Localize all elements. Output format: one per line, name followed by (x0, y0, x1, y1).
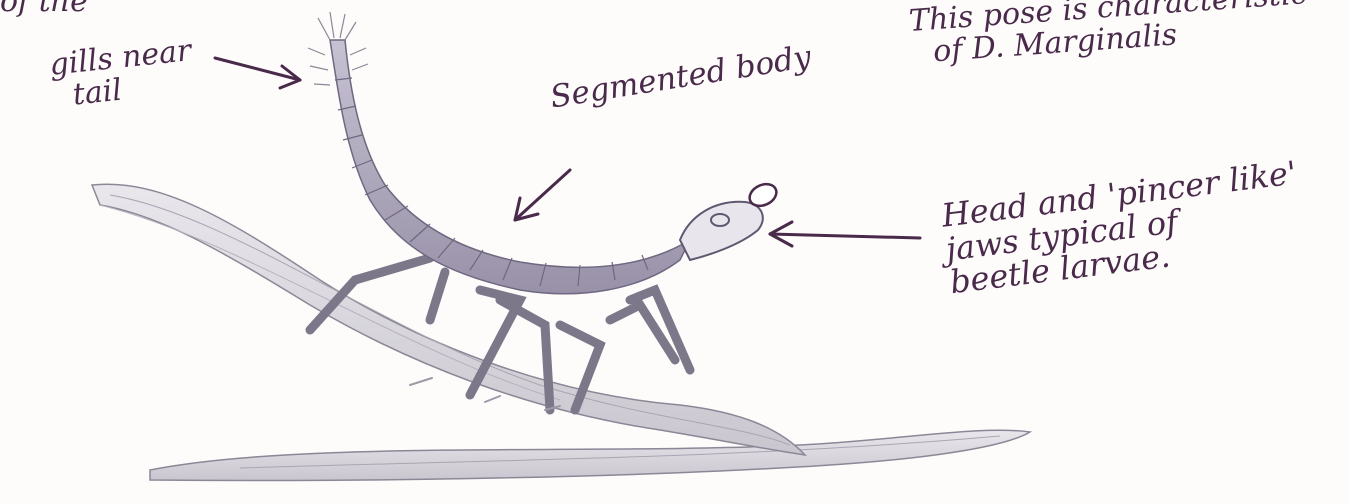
larva-head (680, 202, 763, 260)
segmented-arrow (515, 170, 570, 220)
top-fragment-text: of the (0, 0, 88, 18)
bottom-stem (150, 430, 1030, 480)
head-arrow (770, 234, 920, 238)
